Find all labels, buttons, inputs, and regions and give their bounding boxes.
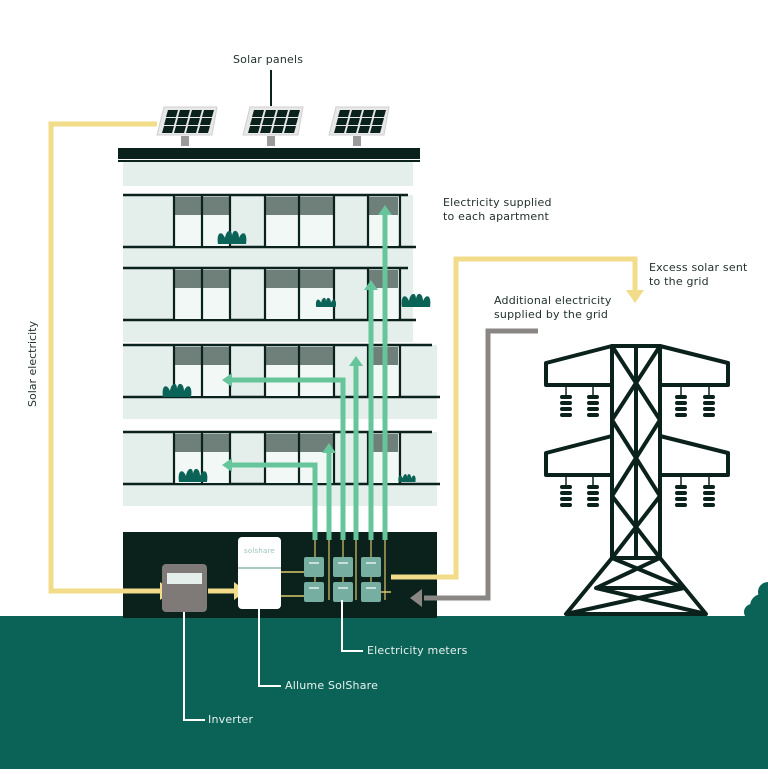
insulator (587, 387, 599, 417)
additional-label-line1: Additional electricity (494, 294, 612, 307)
label-leaders (183, 600, 363, 721)
pylon-strut (565, 586, 685, 616)
pylon-strut (544, 434, 613, 477)
solar-panel (242, 106, 304, 146)
floor (123, 266, 416, 342)
pylon-strut (610, 344, 662, 422)
pylon-strut (610, 418, 662, 498)
electricity-meter (333, 582, 353, 602)
electricity-meter (361, 557, 381, 577)
plant (162, 383, 192, 397)
pylon-strut (595, 586, 707, 616)
electricity-meter (304, 582, 324, 602)
window (300, 270, 335, 319)
excess-solar-path (391, 256, 644, 580)
window (202, 197, 230, 246)
pylon-strut (610, 494, 662, 560)
window (300, 347, 335, 396)
excess-label-line2: to the grid (649, 275, 709, 288)
solar-panels (156, 106, 390, 146)
arrow-up (322, 443, 336, 453)
solar-panel (328, 106, 390, 146)
insulator (703, 477, 715, 507)
window (202, 270, 230, 319)
inverter-label: Inverter (208, 713, 254, 726)
plant (315, 297, 337, 307)
plant (178, 468, 208, 482)
additional-label-line2: supplied by the grid (494, 308, 609, 321)
supplied-label-line1: Electricity supplied (443, 196, 552, 209)
window (265, 270, 300, 319)
apartment-flows (222, 205, 392, 540)
window (174, 270, 202, 319)
insulator (560, 387, 572, 417)
solshare-unit (238, 537, 281, 609)
solar-panels-label: Solar panels (233, 53, 304, 66)
solshare-label: Allume SolShare (285, 679, 379, 692)
inverter (162, 564, 207, 612)
electricity-meter (304, 557, 324, 577)
floor (123, 193, 416, 269)
flow-line (232, 377, 346, 540)
insulator (675, 387, 687, 417)
window (265, 434, 300, 483)
insulator (587, 477, 599, 507)
electricity-meter (333, 557, 353, 577)
plant (217, 230, 247, 244)
arrow-up (349, 356, 363, 366)
supplied-label: Electricity supplied to each apartment (443, 196, 552, 224)
supplied-label-line2: to each apartment (443, 210, 550, 223)
ground (0, 616, 768, 769)
pylon (544, 344, 730, 616)
arrow-up (364, 280, 378, 290)
pylon-strut (544, 344, 613, 387)
window (265, 347, 300, 396)
pylon-strut (659, 434, 730, 477)
plant (398, 474, 416, 482)
electricity-meter (361, 582, 381, 602)
grid-supply-path (410, 328, 538, 607)
solshare-brand: solshare (244, 547, 275, 555)
floor (123, 430, 440, 506)
pylon-strut (594, 556, 686, 590)
additional-label: Additional electricity supplied by the g… (494, 294, 612, 322)
solar-electricity-label: Solar electricity (26, 321, 39, 407)
insulator (560, 477, 572, 507)
window (300, 197, 335, 246)
pylon-strut (659, 344, 730, 387)
plant (401, 293, 431, 307)
arrow-left (222, 373, 232, 387)
excess-label-line1: Excess solar sent (649, 261, 748, 274)
electricity-meters (281, 540, 391, 602)
solar-panel (156, 106, 218, 146)
arrow-up (378, 205, 392, 215)
window (265, 197, 300, 246)
insulator (703, 387, 715, 417)
arrow-left (222, 458, 232, 472)
window (174, 197, 202, 246)
excess-label: Excess solar sent to the grid (649, 261, 748, 289)
insulator (675, 477, 687, 507)
flow-line (232, 462, 318, 540)
meters-label: Electricity meters (367, 644, 468, 657)
window (202, 347, 230, 396)
bush (744, 582, 768, 620)
